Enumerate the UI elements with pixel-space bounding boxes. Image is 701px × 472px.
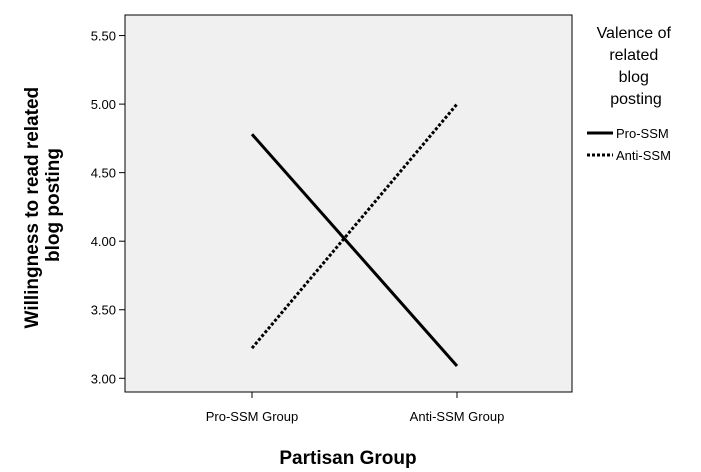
legend-title-line-2: related — [609, 47, 658, 64]
legend-label-pro-ssm: Pro-SSM — [616, 126, 669, 141]
legend: Valence of related blog posting Pro-SSM … — [587, 25, 676, 163]
y-axis-title: Willingness to read related blog posting — [22, 82, 64, 329]
y-tick-label: 5.00 — [91, 97, 116, 112]
y-tick-label: 3.00 — [91, 371, 116, 386]
legend-title-line-4: posting — [610, 91, 662, 108]
legend-title: Valence of related blog posting — [597, 25, 676, 108]
y-tick-label: 5.50 — [91, 29, 116, 44]
legend-title-line-1: Valence of — [597, 25, 672, 42]
x-tick-label: Pro-SSM Group — [206, 409, 298, 424]
legend-label-anti-ssm: Anti-SSM — [616, 148, 671, 163]
x-tick-label: Anti-SSM Group — [410, 409, 505, 424]
y-axis: 3.00 3.50 4.00 4.50 5.00 5.50 — [91, 29, 125, 386]
series-line-anti-ssm — [250, 103, 459, 350]
y-axis-title-line-1: Willingness to read related — [22, 87, 43, 329]
plot-area — [124, 14, 573, 393]
x-axis-title: Partisan Group — [279, 448, 416, 469]
y-axis-title-line-2: blog posting — [43, 148, 64, 262]
x-axis: Pro-SSM Group Anti-SSM Group — [206, 392, 505, 424]
series-line-pro-ssm — [250, 133, 459, 367]
y-tick-label: 4.50 — [91, 166, 116, 181]
y-tick-label: 4.00 — [91, 234, 116, 249]
y-tick-label: 3.50 — [91, 303, 116, 318]
legend-title-line-3: blog — [619, 69, 649, 86]
series-layer — [250, 103, 459, 367]
